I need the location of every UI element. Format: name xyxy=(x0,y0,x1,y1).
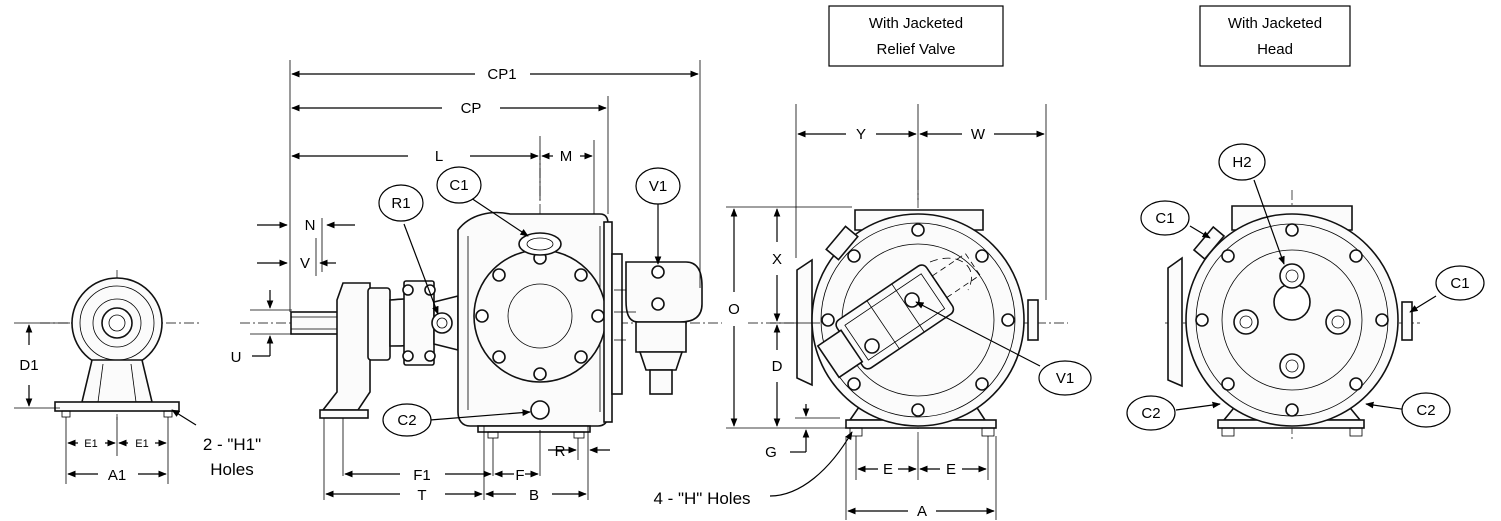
dim-o-label: O xyxy=(728,301,740,318)
front-view-dimensions xyxy=(726,104,1047,520)
callout-v1-side-label: V1 xyxy=(649,178,667,195)
dim-u-label: U xyxy=(231,349,242,366)
callout-c1-side-label: C1 xyxy=(449,177,468,194)
note-h-holes: 4 - "H" Holes xyxy=(653,489,750,508)
callout-c1-head-left-label: C1 xyxy=(1155,210,1174,227)
dim-w-label: W xyxy=(971,126,986,143)
callout-r1-bubble xyxy=(378,184,424,222)
relief-valve-title-line2: Relief Valve xyxy=(877,41,956,58)
side-view-dimensions xyxy=(250,60,701,500)
dim-cp-label: CP xyxy=(461,100,482,117)
dim-g-label: G xyxy=(765,444,777,461)
dim-d1-label: D1 xyxy=(19,357,38,374)
callout-v1-front-bubble xyxy=(1038,360,1092,396)
dim-l-label: L xyxy=(435,148,443,165)
dim-e1-right-label: E1 xyxy=(135,438,148,450)
dim-x-label: X xyxy=(772,251,782,268)
callout-c1-side-bubble xyxy=(436,166,482,204)
bracket-end-view xyxy=(14,270,200,484)
callout-c2-side-bubble xyxy=(382,403,432,437)
dim-e-right-label: E xyxy=(946,461,956,478)
callout-c2-head-left-bubble xyxy=(1126,395,1176,431)
dim-n-label: N xyxy=(305,217,316,234)
dim-d-label: D xyxy=(772,358,783,375)
callout-v1-front-label: V1 xyxy=(1056,370,1074,387)
relief-valve-title-box xyxy=(828,5,1004,67)
dim-cp1-label: CP1 xyxy=(487,66,516,83)
callout-c1-head-right-label: C1 xyxy=(1450,275,1469,292)
jacketed-head-title-line1: With Jacketed xyxy=(1228,15,1322,32)
callout-c2-head-left-label: C2 xyxy=(1141,405,1160,422)
callout-v1-side-bubble xyxy=(635,167,681,205)
dim-e-left-label: E xyxy=(883,461,893,478)
dim-t-label: T xyxy=(417,487,426,504)
note-h1-holes-line1: 2 - "H1" xyxy=(203,435,261,454)
dim-f-label: F xyxy=(515,467,524,484)
note-h1-holes-line2: Holes xyxy=(210,460,253,479)
jacketed-head-view xyxy=(1165,179,1437,440)
dim-f1-label: F1 xyxy=(413,467,431,484)
callout-c2-head-right-bubble xyxy=(1401,392,1451,428)
callout-h2-label: H2 xyxy=(1232,154,1251,171)
callout-r1-label: R1 xyxy=(391,195,410,212)
callout-h2-bubble xyxy=(1218,143,1266,181)
callout-c1-head-left-bubble xyxy=(1140,200,1190,236)
callout-c2-side-label: C2 xyxy=(397,412,416,429)
jacketed-head-title-line2: Head xyxy=(1257,41,1293,58)
dim-v-label: V xyxy=(300,255,310,272)
jacketed-head-title-box xyxy=(1199,5,1351,67)
pump-side-view xyxy=(240,150,722,439)
dim-r-label: R xyxy=(555,443,566,460)
callout-c1-head-right-bubble xyxy=(1435,265,1485,301)
relief-valve-title-line1: With Jacketed xyxy=(869,15,963,32)
dim-a-label: A xyxy=(917,503,927,520)
dim-b-label: B xyxy=(529,487,539,504)
dim-a1-label: A1 xyxy=(108,467,126,484)
callout-c2-head-right-label: C2 xyxy=(1416,402,1435,419)
dim-m-label: M xyxy=(560,148,573,165)
dim-y-label: Y xyxy=(856,126,866,143)
dim-e1-left-label: E1 xyxy=(84,438,97,450)
relief-valve-front-view xyxy=(748,180,1068,440)
